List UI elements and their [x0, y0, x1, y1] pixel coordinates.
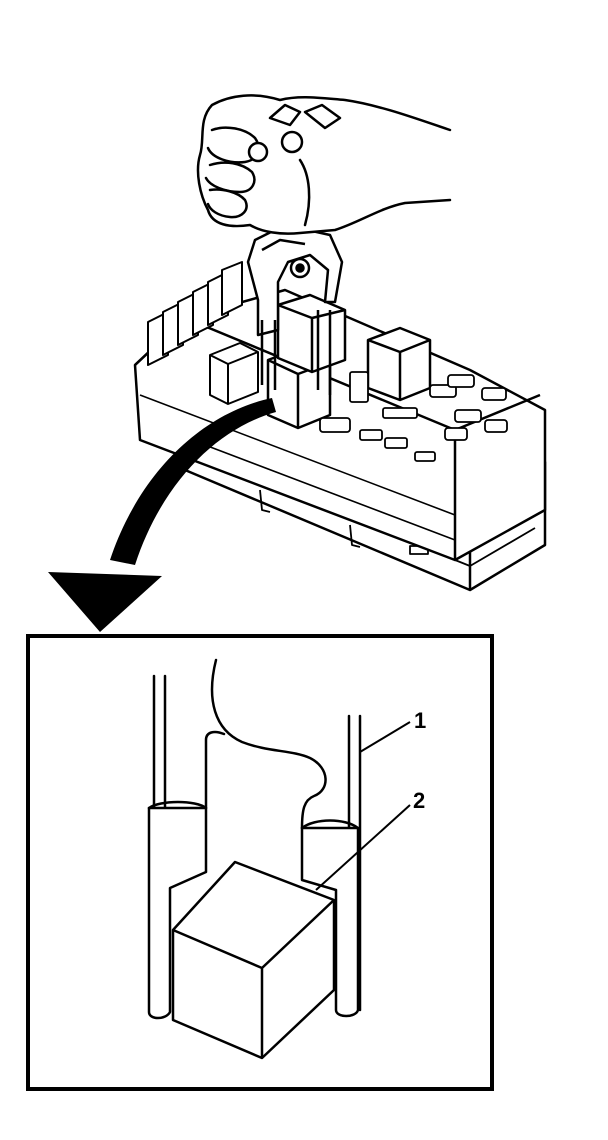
relay-puller-tool-icon	[246, 223, 344, 395]
fuse-block-icon	[133, 261, 547, 592]
callout-leaders	[315, 721, 411, 891]
callout-label-1: 1	[414, 708, 426, 733]
callout-label-2: 2	[413, 788, 425, 813]
downward-curved-arrow-icon	[48, 398, 276, 632]
hand-icon	[196, 94, 452, 235]
relay-icon	[171, 860, 336, 1060]
detail-puller-tool	[147, 658, 362, 1020]
